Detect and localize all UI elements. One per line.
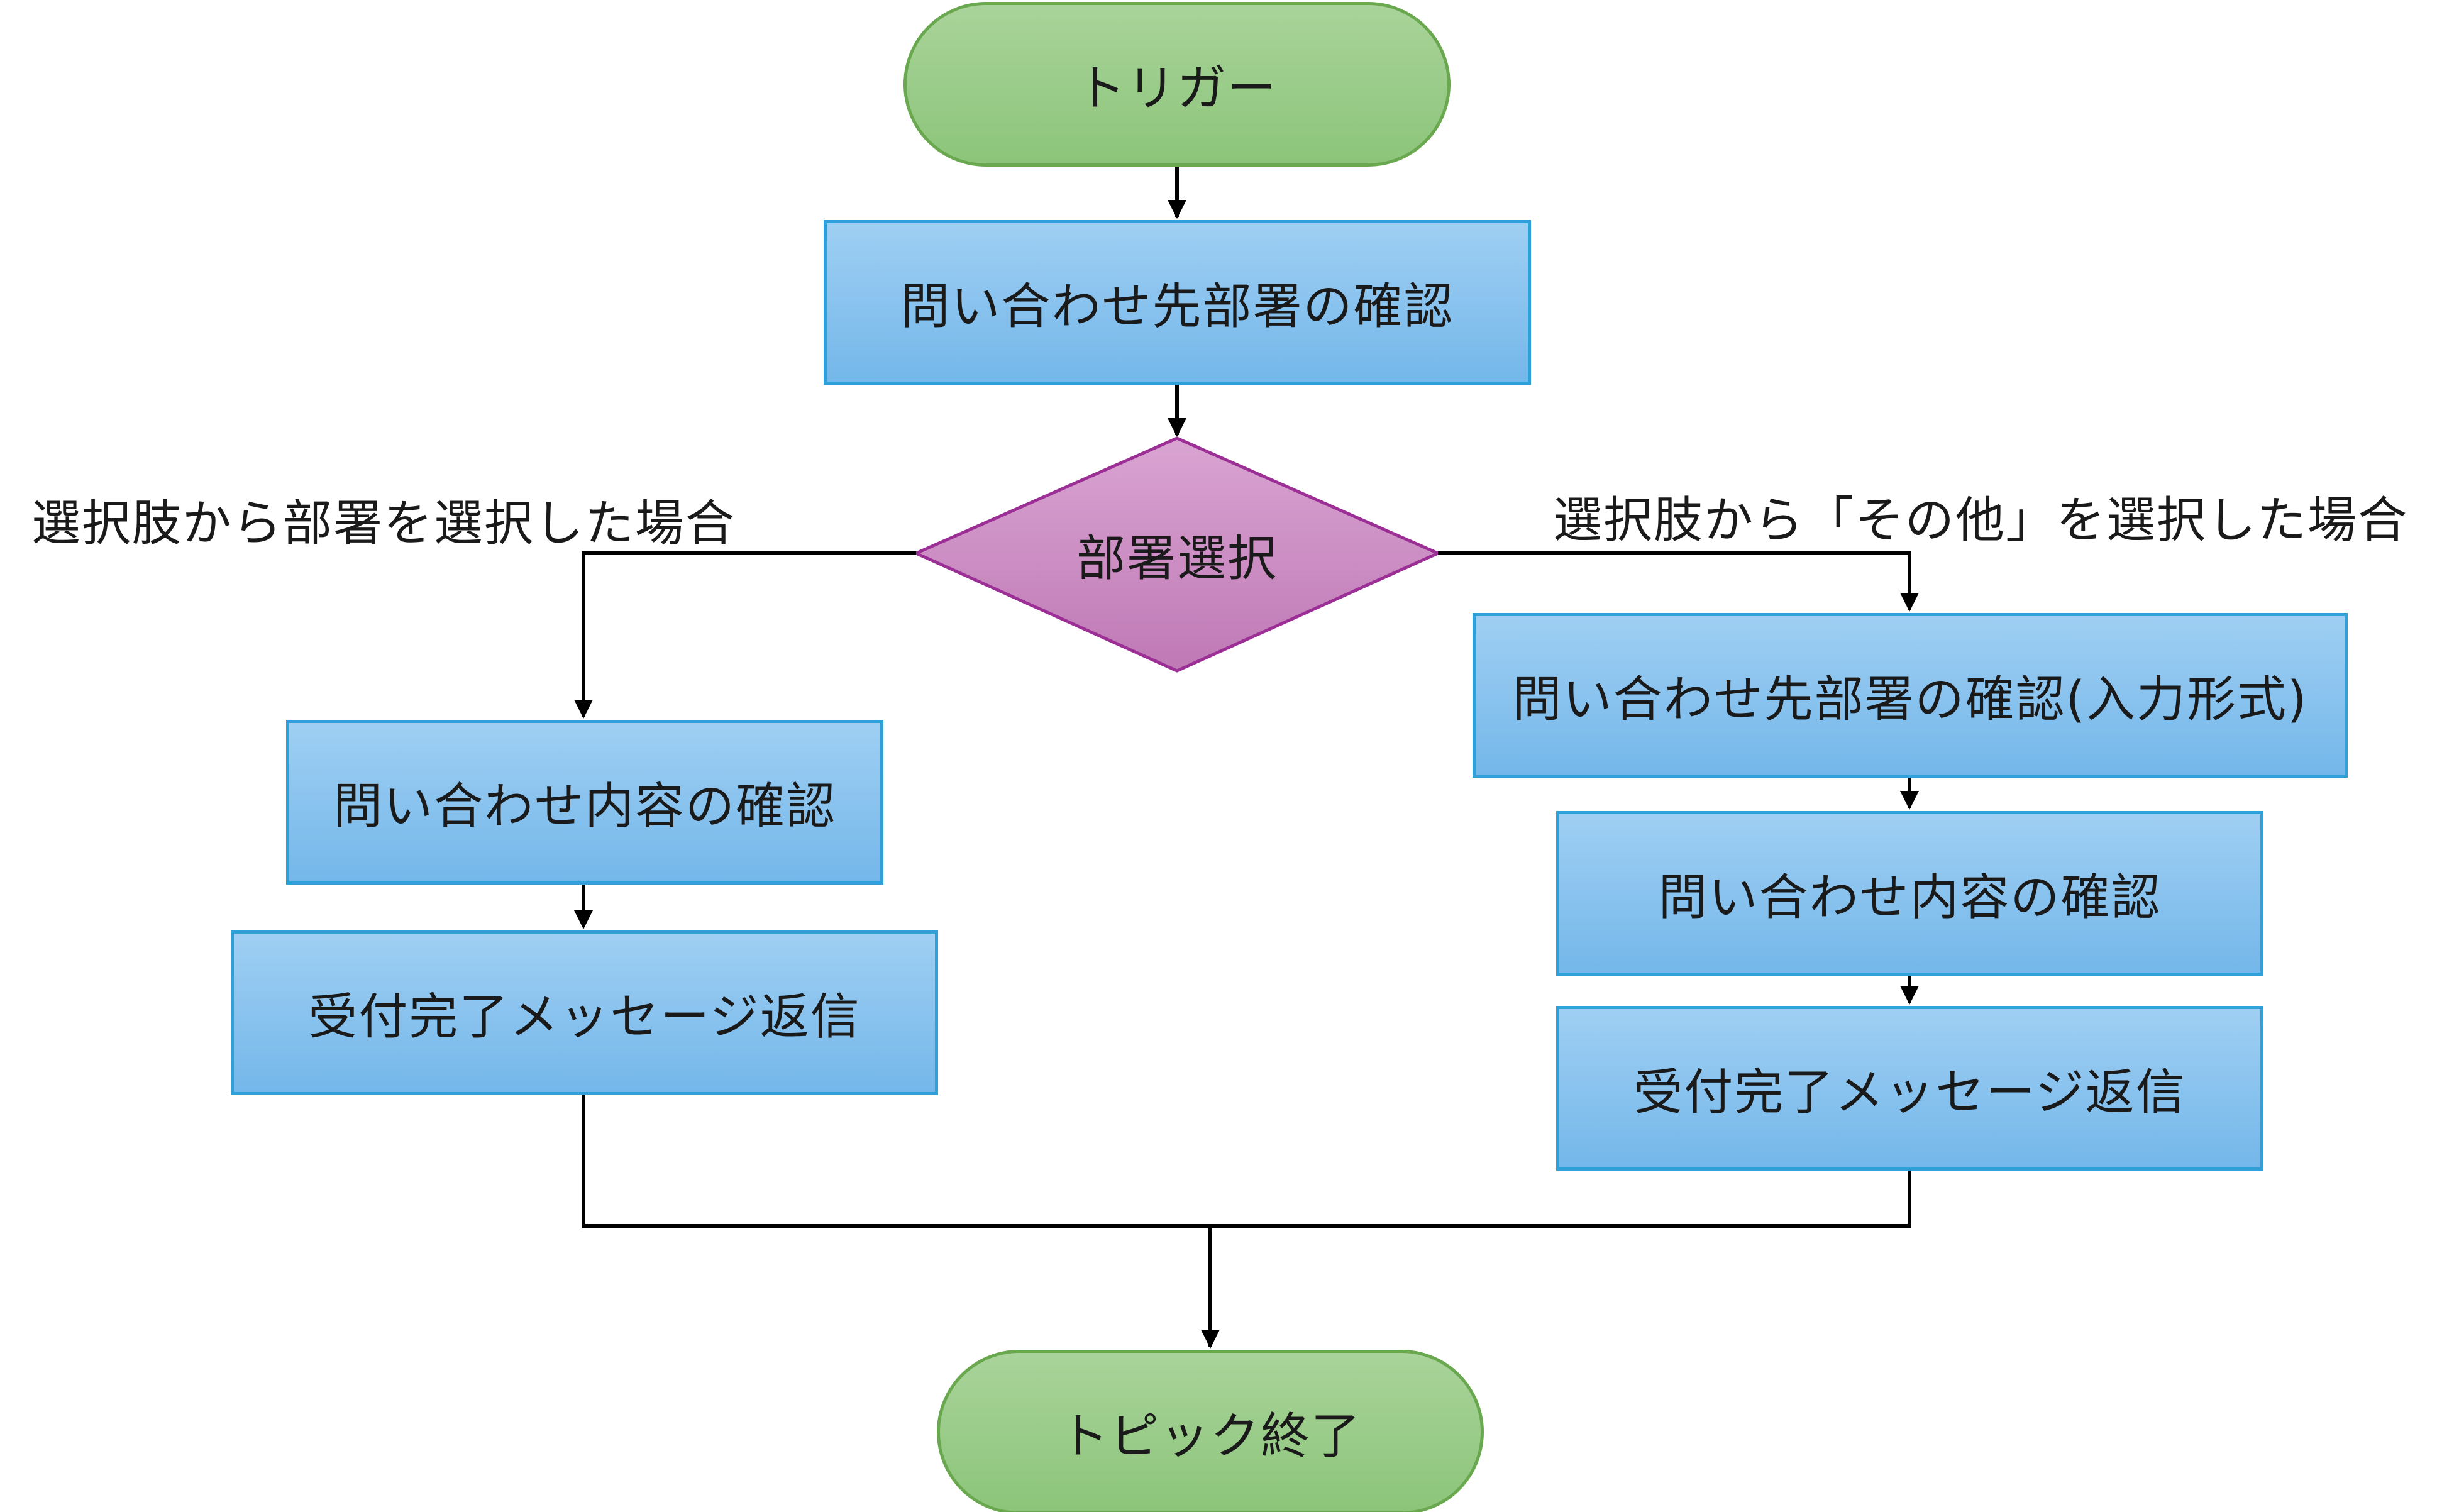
- connector-decision-to-right: [1438, 551, 1919, 612]
- start-terminal: トリガー: [903, 2, 1451, 167]
- decision-label: 部署選択: [1076, 531, 1278, 587]
- connector-decision-to-left: [574, 551, 916, 719]
- decision-diamond: [912, 436, 1442, 673]
- right-confirm-department-input-label: 問い合わせ先部署の確認(入力形式): [1512, 671, 2308, 728]
- right-reply-message-label: 受付完了メッセージ返信: [1633, 1064, 2186, 1121]
- left-reply-message-label: 受付完了メッセージ返信: [308, 989, 861, 1046]
- check-department-box: 問い合わせ先部署の確認: [824, 220, 1531, 385]
- end-terminal: トピック終了: [937, 1350, 1484, 1512]
- right-confirm-inquiry-box: 問い合わせ内容の確認: [1556, 811, 2263, 976]
- branch-left-label: 選択肢から部署を選択した場合: [31, 495, 736, 552]
- branch-right-label: 選択肢から「その他」を選択した場合: [1553, 492, 2409, 549]
- right-confirm-department-input-box: 問い合わせ先部署の確認(入力形式): [1473, 613, 2348, 778]
- left-confirm-inquiry-label: 問い合わせ内容の確認: [333, 778, 836, 835]
- start-label: トリガー: [1076, 60, 1278, 117]
- connector-left-merge: [582, 1095, 1210, 1228]
- check-department-label: 問い合わせ先部署の確認: [900, 279, 1454, 335]
- left-confirm-inquiry-box: 問い合わせ内容の確認: [286, 720, 883, 885]
- end-label: トピック終了: [1059, 1408, 1361, 1465]
- left-reply-message-box: 受付完了メッセージ返信: [231, 930, 938, 1095]
- right-confirm-inquiry-label: 問い合わせ内容の確認: [1658, 869, 2162, 926]
- right-reply-message-box: 受付完了メッセージ返信: [1556, 1006, 2263, 1171]
- decision-label-wrap: 部署選択: [916, 438, 1438, 671]
- connector-right-merge: [1210, 1171, 1911, 1228]
